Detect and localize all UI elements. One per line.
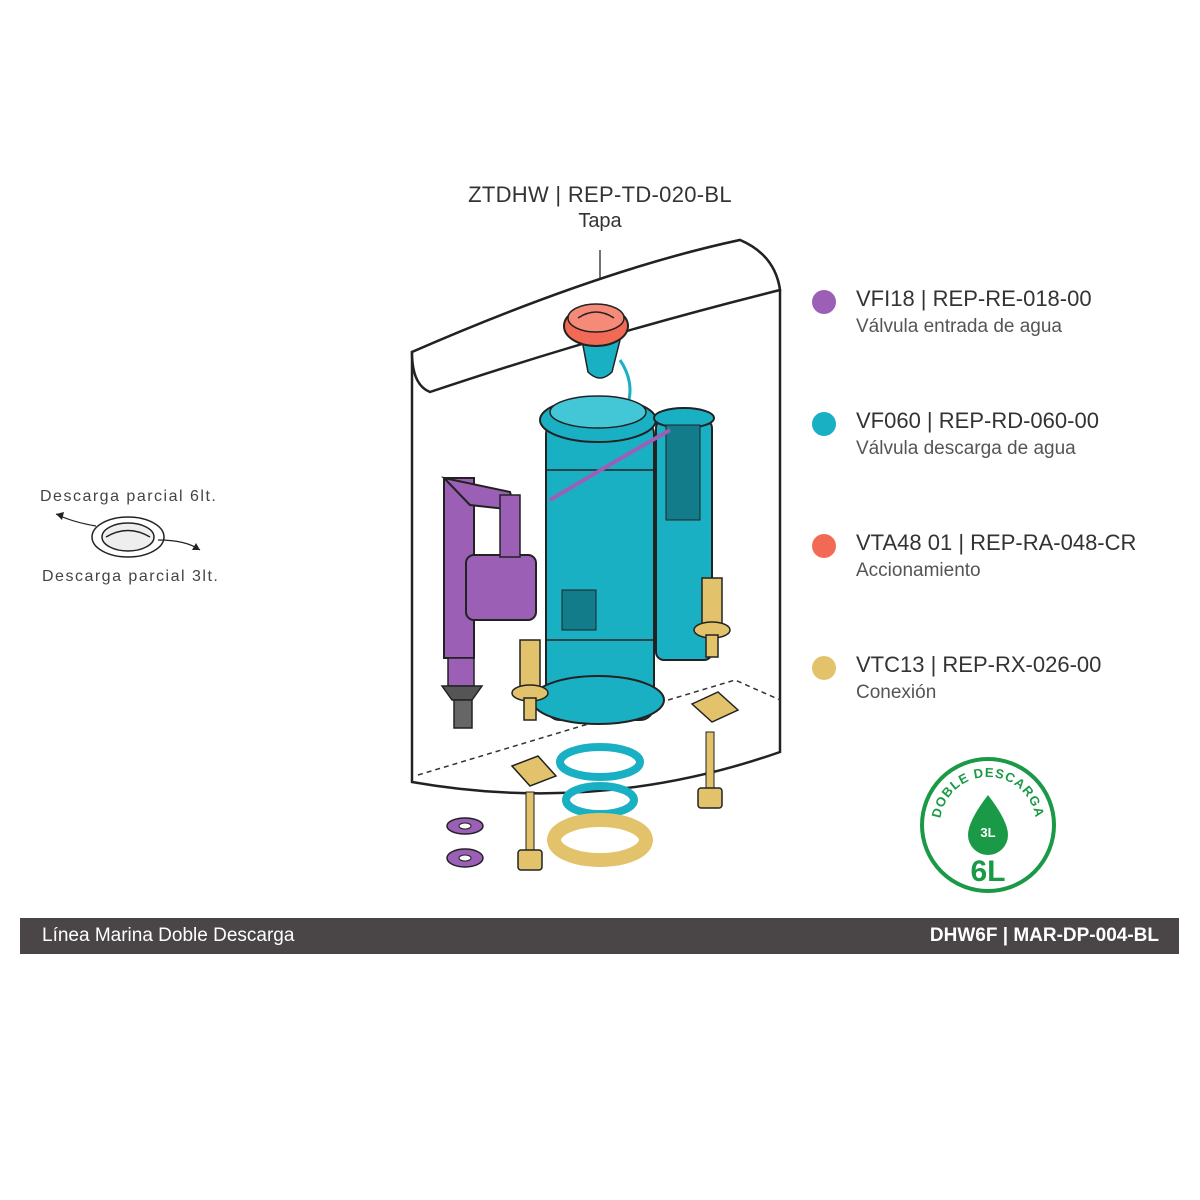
flush-label-6lt: Descarga parcial 6lt. — [40, 488, 218, 505]
top-part-label: ZTDHW | REP-TD-020-BL Tapa — [400, 182, 800, 233]
legend-dot — [812, 290, 836, 314]
parts-legend: VFI18 | REP-RE-018-00 Válvula entrada de… — [812, 286, 1192, 774]
badge-small-text: 3L — [980, 825, 995, 840]
legend-name: Conexión — [856, 682, 937, 703]
footer-model-code: DHW6F | MAR-DP-004-BL — [929, 925, 1159, 946]
bolt-lower-right — [697, 731, 723, 809]
connection-bolt-right — [693, 577, 731, 658]
bolt-lower-left — [517, 791, 543, 871]
legend-item-flush-valve: VF060 | REP-RD-060-00 Válvula descarga d… — [812, 408, 1192, 530]
gasket-ring-1 — [556, 743, 644, 781]
flush-valve-part — [531, 395, 715, 725]
legend-item-connection: VTC13 | REP-RX-026-00 Conexión — [812, 652, 1192, 774]
fill-valve-washers — [446, 817, 484, 868]
legend-name: Válvula entrada de agua — [856, 316, 1062, 337]
top-part-code: ZTDHW | REP-TD-020-BL — [468, 182, 732, 207]
legend-dot — [812, 412, 836, 436]
connection-bolt-left — [511, 639, 549, 721]
flush-label-3lt: Descarga parcial 3lt. — [42, 568, 220, 585]
tank-floor-dashed — [417, 679, 781, 776]
legend-item-actuator: VTA48 01 | REP-RA-048-CR Accionamiento — [812, 530, 1192, 652]
legend-code: VFI18 | REP-RE-018-00 — [856, 286, 1092, 311]
fill-valve-part — [440, 476, 537, 729]
footer-line-name: Línea Marina Doble Descarga — [42, 925, 295, 946]
tank-exploded-diagram — [55, 238, 782, 871]
dual-flush-badge: DOBLE DESCARGA 3L 6L — [920, 757, 1056, 893]
footer-bar: Línea Marina Doble Descarga DHW6F | MAR-… — [20, 918, 1179, 954]
legend-code: VTA48 01 | REP-RA-048-CR — [856, 530, 1137, 555]
dual-flush-button-icon — [55, 512, 201, 558]
legend-name: Accionamiento — [856, 560, 981, 581]
nut-ring — [547, 813, 653, 867]
badge-big-text: 6L — [970, 855, 1005, 888]
legend-code: VTC13 | REP-RX-026-00 — [856, 652, 1102, 677]
legend-name: Válvula descarga de agua — [856, 438, 1076, 459]
legend-dot — [812, 656, 836, 680]
legend-code: VF060 | REP-RD-060-00 — [856, 408, 1099, 433]
legend-dot — [812, 534, 836, 558]
bracket-right — [690, 691, 740, 723]
bracket-left — [510, 755, 558, 787]
top-part-name: Tapa — [578, 210, 622, 232]
push-button-part — [563, 303, 632, 421]
legend-item-fill-valve: VFI18 | REP-RE-018-00 Válvula entrada de… — [812, 286, 1192, 408]
